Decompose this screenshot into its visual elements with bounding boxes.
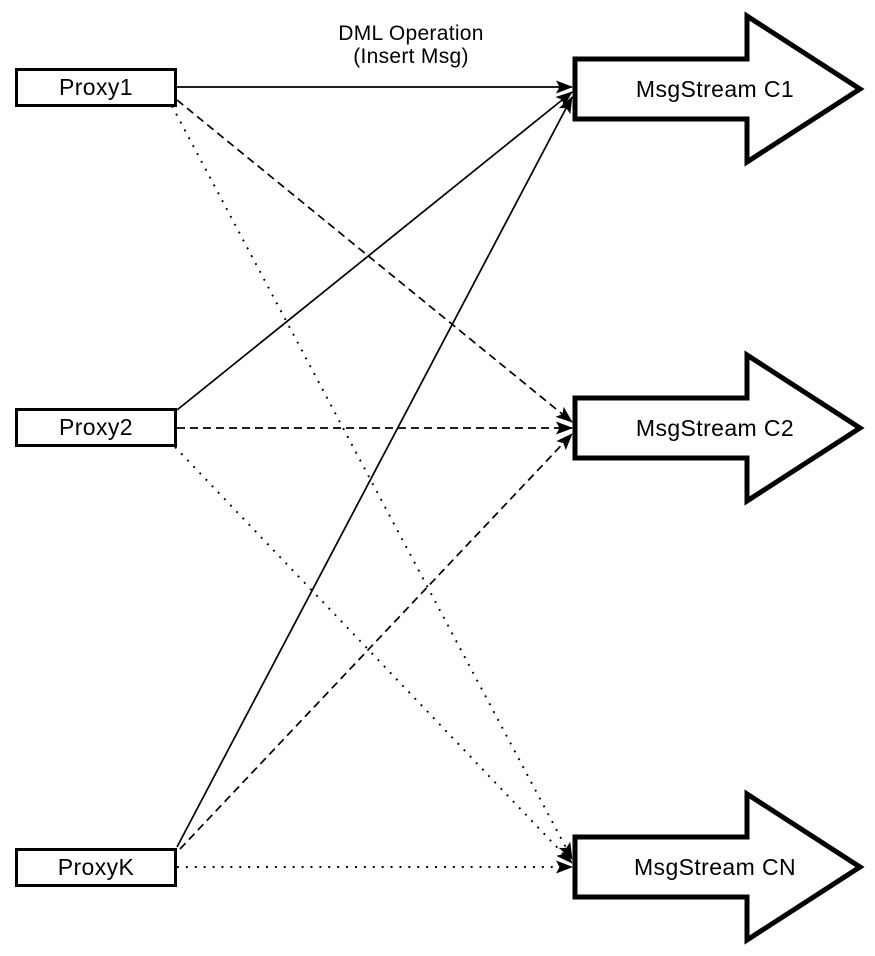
msgstream-cn-block-arrow (572, 789, 865, 945)
proxy2-label: Proxy2 (59, 414, 133, 440)
connector-proxy2-to-cn (174, 446, 573, 864)
connector-proxy1-to-cn (171, 105, 573, 860)
caption: DML Operation (Insert Msg) (311, 22, 511, 68)
msgstream-c1-block-arrow (572, 11, 865, 167)
msgstream-c2-label: MsgStream C2 (635, 415, 795, 441)
connector-proxy2-to-c1 (176, 91, 573, 411)
proxy1-box: Proxy1 (15, 68, 177, 107)
proxyk-box: ProxyK (15, 848, 177, 887)
proxyk-label: ProxyK (57, 854, 135, 880)
caption-line1: DML Operation (338, 22, 484, 45)
connector-proxyk-to-c1 (176, 96, 573, 848)
msgstream-cn-label: MsgStream CN (634, 854, 796, 880)
connector-proxyk-to-c2 (179, 433, 573, 850)
proxy2-box: Proxy2 (15, 408, 177, 447)
caption-line2: (Insert Msg) (353, 45, 469, 68)
msgstream-c1-label: MsgStream C1 (635, 76, 795, 102)
proxy1-label: Proxy1 (59, 74, 133, 100)
msgstream-c2-block-arrow (572, 350, 865, 506)
connector-proxy1-to-c2 (176, 99, 573, 423)
